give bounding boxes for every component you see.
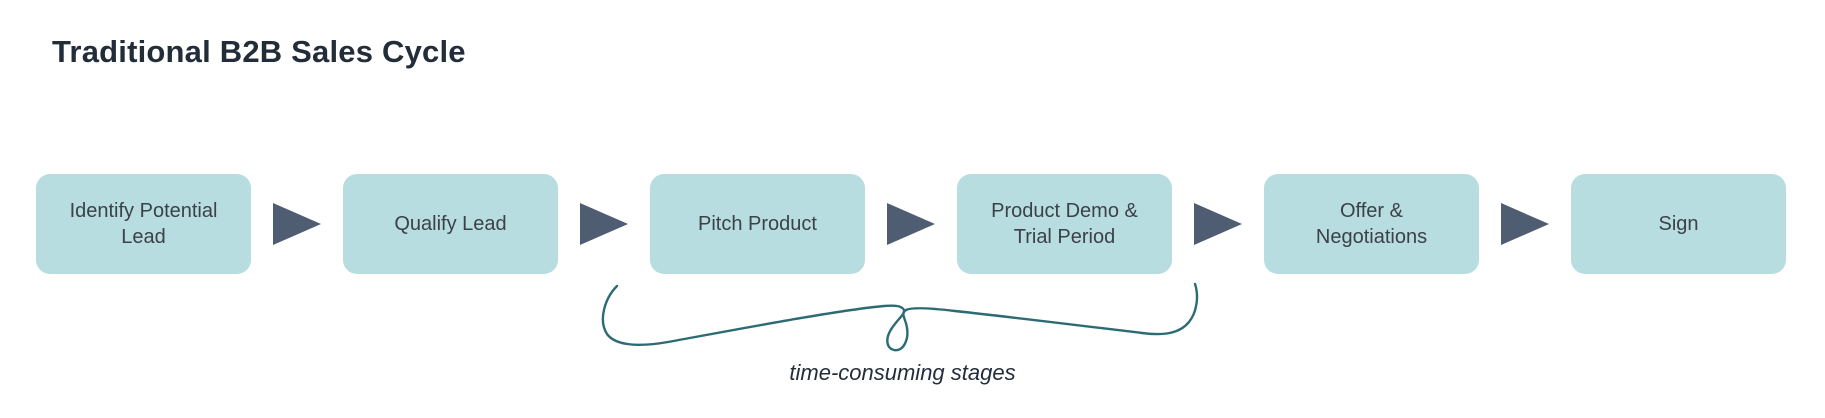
stage-qualify-lead: Qualify Lead: [343, 174, 558, 274]
page-title: Traditional B2B Sales Cycle: [52, 34, 466, 69]
arrow-right-icon: [580, 203, 628, 245]
stage-product-demo-trial-period: Product Demo & Trial Period: [957, 174, 1172, 274]
curly-brace-icon: [601, 282, 1199, 352]
stage-label: Identify Potential Lead: [69, 200, 218, 248]
stage-sign: Sign: [1571, 174, 1786, 274]
arrow-right-icon: [887, 203, 935, 245]
stage-label: Product Demo & Trial Period: [991, 200, 1138, 248]
stage-label: Qualify Lead: [394, 213, 507, 235]
sales-cycle-flow: Identify Potential Lead Qualify Lead Pit…: [36, 174, 1786, 274]
arrow-right-icon: [273, 203, 321, 245]
stage-label: Offer & Negotiations: [1315, 200, 1428, 248]
stage-label: Sign: [1658, 213, 1699, 235]
stage-label: Pitch Product: [698, 213, 817, 235]
flow-connector: [865, 174, 957, 274]
annotation-label: time-consuming stages: [789, 360, 1016, 385]
flow-connector: [251, 174, 343, 274]
flow-connector: [1479, 174, 1571, 274]
curly-brace-annotation: [590, 278, 1215, 356]
stage-offer-negotiations: Offer & Negotiations: [1264, 174, 1479, 274]
flow-connector: [1172, 174, 1264, 274]
stage-identify-potential-lead: Identify Potential Lead: [36, 174, 251, 274]
arrow-right-icon: [1501, 203, 1549, 245]
flow-connector: [558, 174, 650, 274]
stage-pitch-product: Pitch Product: [650, 174, 865, 274]
arrow-right-icon: [1194, 203, 1242, 245]
